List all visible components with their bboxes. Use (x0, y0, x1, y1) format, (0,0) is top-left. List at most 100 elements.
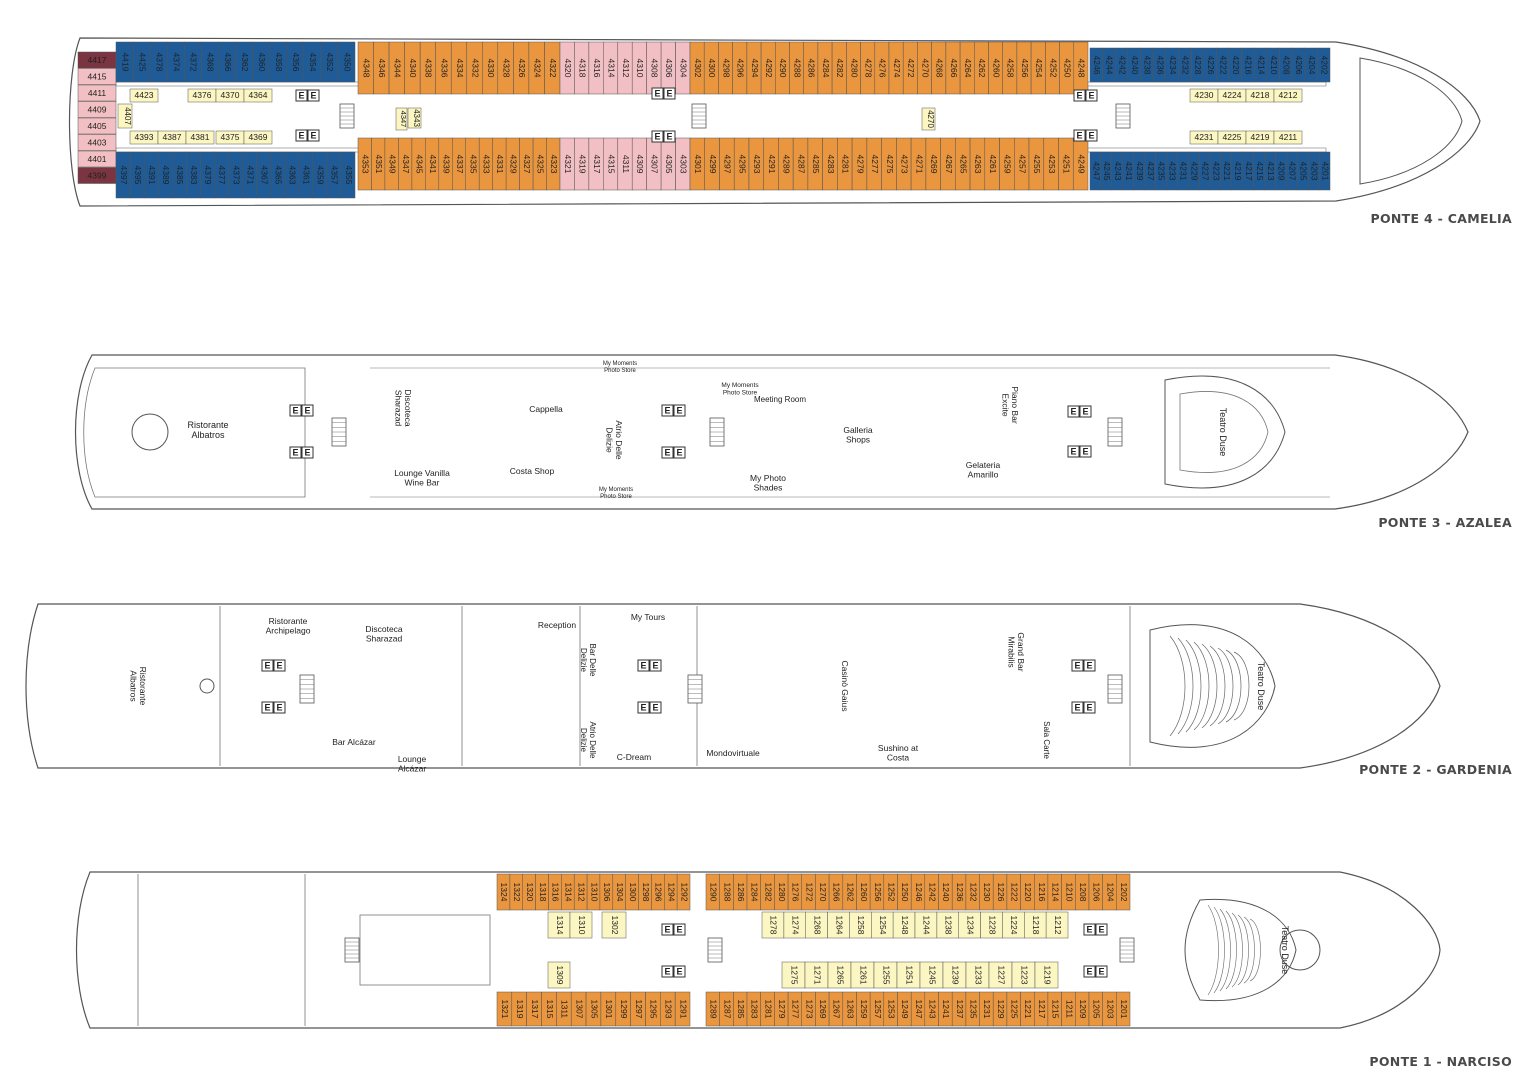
oceanview-cabin-number: 4377 (217, 166, 227, 185)
elevator-icon (1083, 965, 1096, 978)
inside-cabin[interactable] (243, 130, 273, 145)
inside-cabin-number: 4423 (135, 90, 154, 100)
elevator-letter: E (310, 130, 316, 140)
elevator-icon (301, 446, 314, 459)
elevator-icon (649, 659, 662, 672)
inside-cabin-number: 4347 (399, 111, 408, 128)
deck-4-bow-tip (1359, 57, 1463, 185)
elevator-letter: E (1086, 966, 1092, 976)
inside-cabin-number: 4230 (1195, 90, 1214, 100)
oceanview-cabin[interactable] (1317, 47, 1331, 83)
balcony-cabin-number: 1252 (886, 883, 896, 902)
inside-cabin[interactable] (1273, 88, 1303, 103)
piano-bar-label: Piano BarExcite (1001, 386, 1021, 423)
oceanview-cabin[interactable] (1318, 151, 1331, 191)
suite-cabin[interactable] (77, 117, 117, 135)
ristorante-albatros-label: RistoranteAlbatros (129, 667, 149, 706)
suite-cabin[interactable] (77, 84, 117, 102)
elevator-letter: E (676, 966, 682, 976)
elevator-icon (1085, 89, 1098, 102)
suite-cabin[interactable] (77, 101, 117, 118)
balcony-cabin-number: 1247 (914, 1000, 924, 1019)
elevator-letter: E (298, 130, 304, 140)
suite-cabin-number: 4403 (88, 137, 107, 147)
elevator-icon (1095, 923, 1108, 936)
oceanview-cabin-number: 4244 (1105, 56, 1115, 75)
inside-cabin[interactable] (407, 107, 422, 129)
balcony-cabin-number: 4341 (428, 155, 438, 174)
balcony-cabin-number: 1307 (574, 1000, 584, 1019)
balcony-cabin-number: 1277 (791, 1000, 801, 1019)
inside-cabin-number: 4343 (412, 109, 421, 127)
elevator-icon (673, 404, 686, 417)
balcony-cabin-number: 1297 (634, 1000, 644, 1019)
inside-cabin[interactable] (601, 911, 627, 939)
balcony-cabin[interactable] (674, 991, 691, 1027)
oceanview-cabin-number: 4373 (231, 166, 241, 185)
balcony-cabin-number: 1236 (955, 883, 965, 902)
elevator-icon (1083, 923, 1096, 936)
elevator-letter: E (1098, 966, 1104, 976)
oceanview-cabin[interactable] (337, 41, 356, 83)
elevator-letter: E (640, 660, 646, 670)
inside-cabin[interactable] (129, 88, 159, 103)
elevator-letter: E (654, 88, 660, 98)
inside-cabin[interactable] (1034, 961, 1059, 989)
elevator-letter: E (640, 702, 646, 712)
elevator-letter: E (304, 447, 310, 457)
balcony-cabin-number: 4252 (1048, 59, 1058, 78)
inside-cabin-number: 1302 (610, 916, 620, 935)
balcony-cabin-number: 4336 (439, 59, 449, 78)
inside-cabin[interactable] (569, 911, 593, 939)
balcony-cabin-number: 4325 (536, 155, 546, 174)
balcony-cabin-number: 1272 (804, 883, 814, 902)
oceanview-cabin-number: 4366 (223, 53, 233, 72)
suite-cabin-number: 4409 (88, 104, 107, 114)
theatre-seat-row (1217, 647, 1234, 725)
elevator-icon (1083, 701, 1096, 714)
balcony-cabin[interactable] (1116, 991, 1131, 1027)
suite-cabin-number: 4316 (592, 59, 602, 78)
balcony-cabin-number: 1288 (722, 883, 732, 902)
elevator-letter: E (276, 702, 282, 712)
balcony-cabin-number: 1260 (859, 883, 869, 902)
oceanview-cabin-number: 4358 (274, 53, 284, 72)
inside-cabin[interactable] (395, 107, 408, 131)
inside-cabin[interactable] (185, 130, 215, 145)
inside-cabin-number: 4364 (249, 90, 268, 100)
inside-cabin[interactable] (243, 88, 273, 103)
inside-cabin[interactable] (1045, 911, 1069, 939)
oceanview-cabin-number: 4207 (1288, 162, 1298, 181)
balcony-cabin-number: 4248 (1077, 59, 1087, 78)
balcony-cabin-number: 4346 (377, 59, 387, 78)
balcony-cabin-number: 1206 (1092, 883, 1102, 902)
oceanview-cabin[interactable] (340, 151, 356, 199)
balcony-cabin-number: 1291 (678, 1000, 688, 1019)
balcony-cabin-number: 1208 (1078, 883, 1088, 902)
balcony-cabin-number: 1266 (832, 883, 842, 902)
suite-cabin[interactable] (77, 134, 117, 151)
inside-cabin-number: 4375 (221, 132, 240, 142)
balcony-cabin-number: 1246 (914, 883, 924, 902)
elevator-icon (1071, 701, 1084, 714)
balcony-cabin-number: 1293 (663, 1000, 673, 1019)
balcony-cabin-number: 4282 (835, 59, 845, 78)
balcony-cabin[interactable] (676, 873, 691, 911)
casino-label: Casinò Gaius (840, 660, 850, 711)
balcony-cabin[interactable] (1116, 873, 1131, 911)
balcony-cabin-number: 4265 (958, 155, 968, 174)
inside-cabin[interactable] (1273, 130, 1303, 145)
inside-cabin[interactable] (117, 103, 133, 129)
suite-cabin-number: 4417 (88, 55, 107, 65)
inside-cabin[interactable] (921, 107, 936, 131)
elevator-letter: E (298, 90, 304, 100)
oceanview-cabin-number: 4234 (1168, 56, 1178, 75)
balcony-cabin-number: 4249 (1076, 155, 1086, 174)
balcony-cabin-number: 1298 (641, 883, 651, 902)
suite-cabin-number: 4401 (88, 154, 107, 164)
inside-cabin[interactable] (547, 961, 571, 989)
